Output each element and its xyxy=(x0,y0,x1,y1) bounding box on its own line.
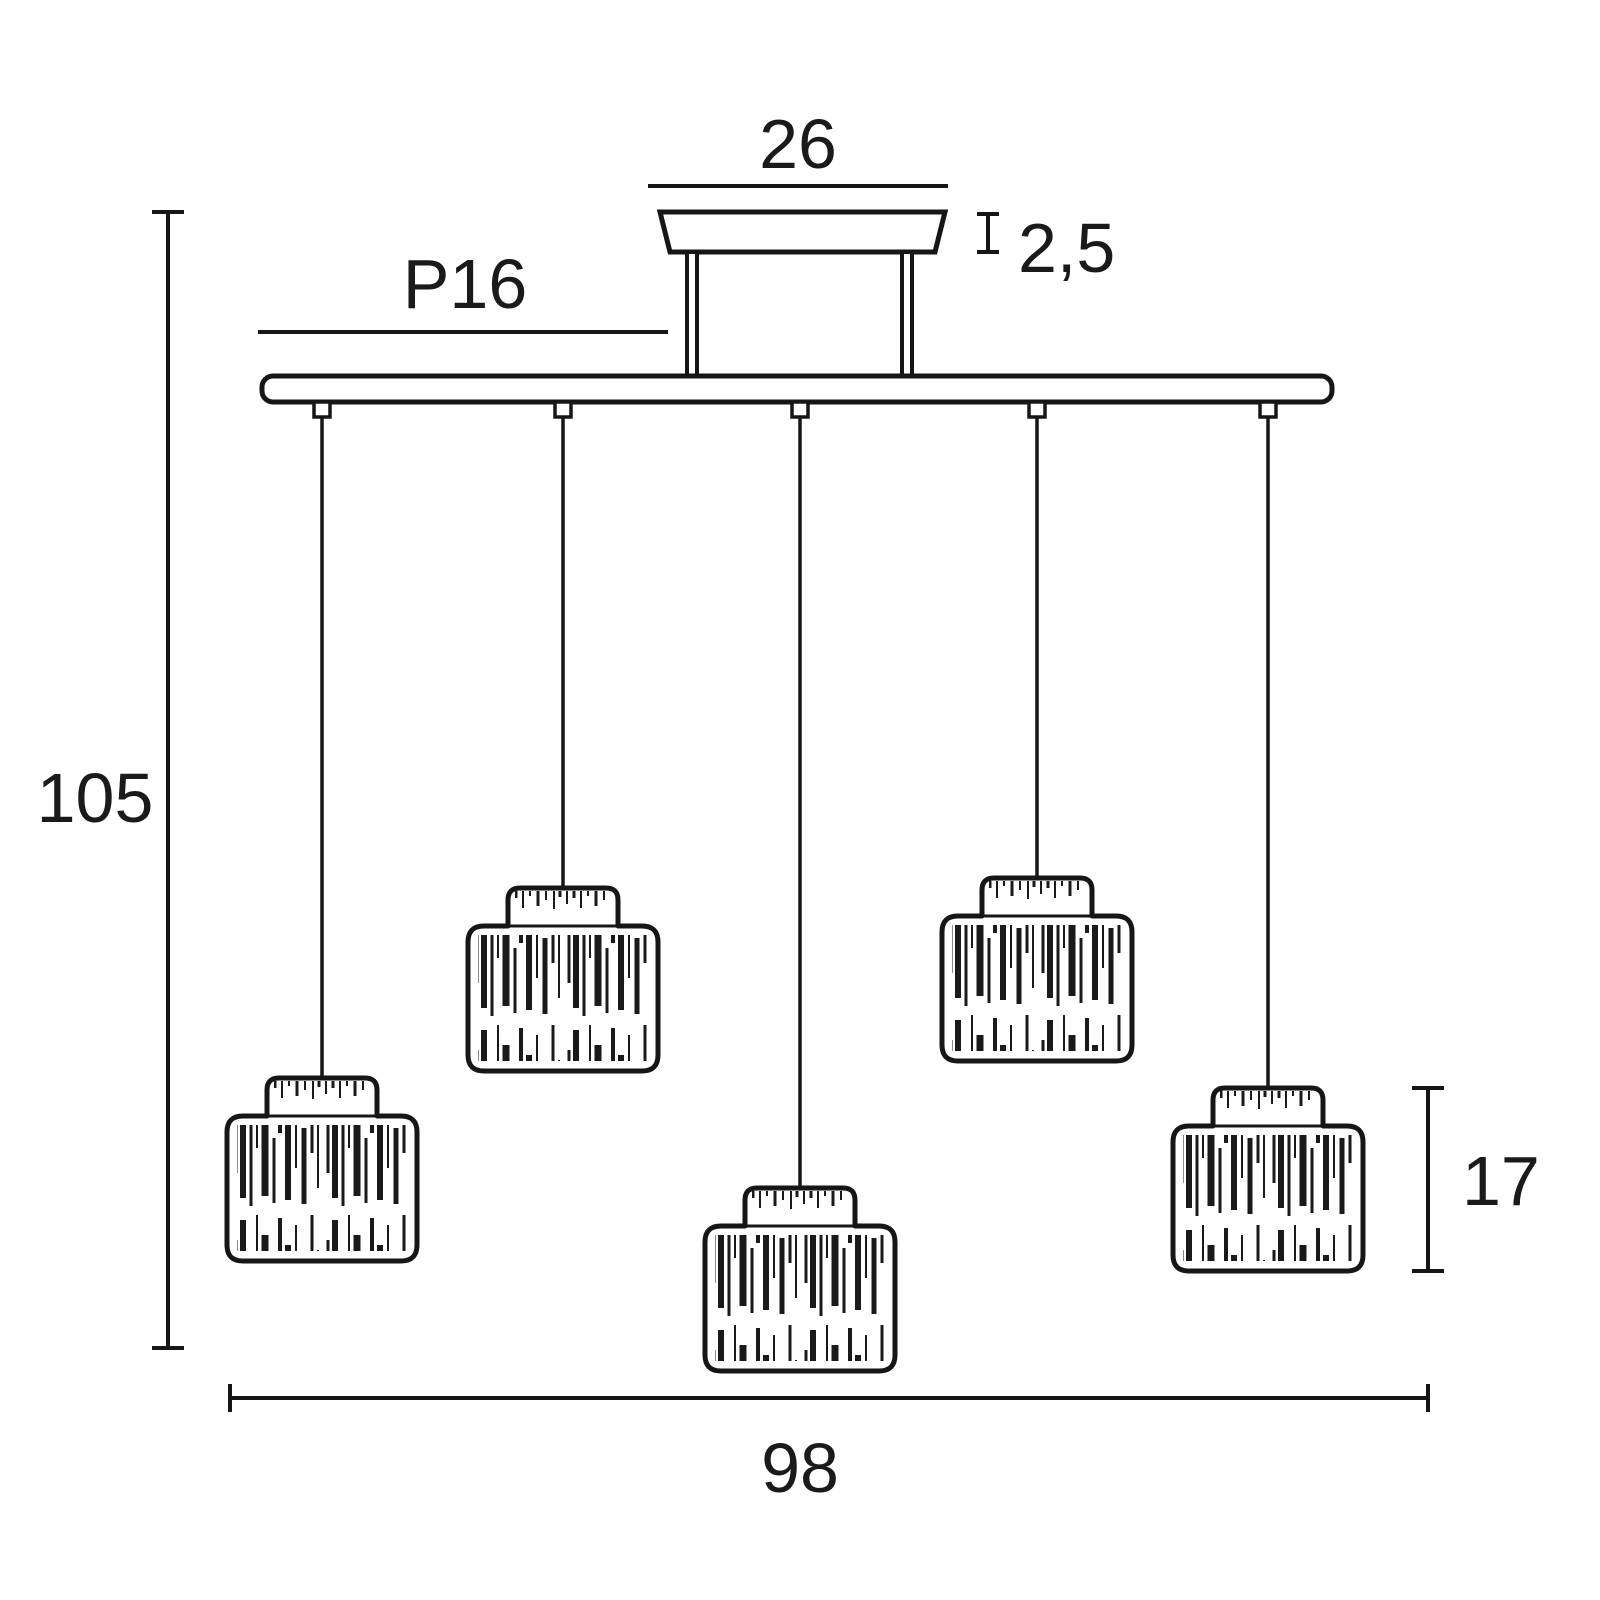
pendant-shade-5 xyxy=(1173,1088,1363,1271)
pendant-shade-4 xyxy=(942,878,1132,1061)
pendant-shade-3 xyxy=(705,1188,895,1371)
cord-nub-5 xyxy=(1258,400,1278,419)
pendant-shade-1 xyxy=(227,1078,417,1261)
cord-nub-4 xyxy=(1027,400,1047,419)
dim-label-canopy-width: 26 xyxy=(759,105,837,183)
cord-nub-1 xyxy=(312,400,332,419)
support-rod-right xyxy=(900,250,914,380)
support-rod-left xyxy=(685,250,699,380)
dim-label-overall-width: 98 xyxy=(761,1429,839,1507)
ceiling-rail xyxy=(259,373,1335,405)
cord-nub-3 xyxy=(790,400,810,419)
dim-label-shade-height: 17 xyxy=(1462,1142,1540,1220)
pendant-shade-2 xyxy=(468,888,658,1071)
ceiling-canopy xyxy=(656,209,949,255)
dim-label-projection: P16 xyxy=(403,245,528,323)
dim-label-canopy-height: 2,5 xyxy=(1018,209,1115,287)
cord-nub-2 xyxy=(553,400,573,419)
dim-label-overall-height: 105 xyxy=(37,759,154,837)
